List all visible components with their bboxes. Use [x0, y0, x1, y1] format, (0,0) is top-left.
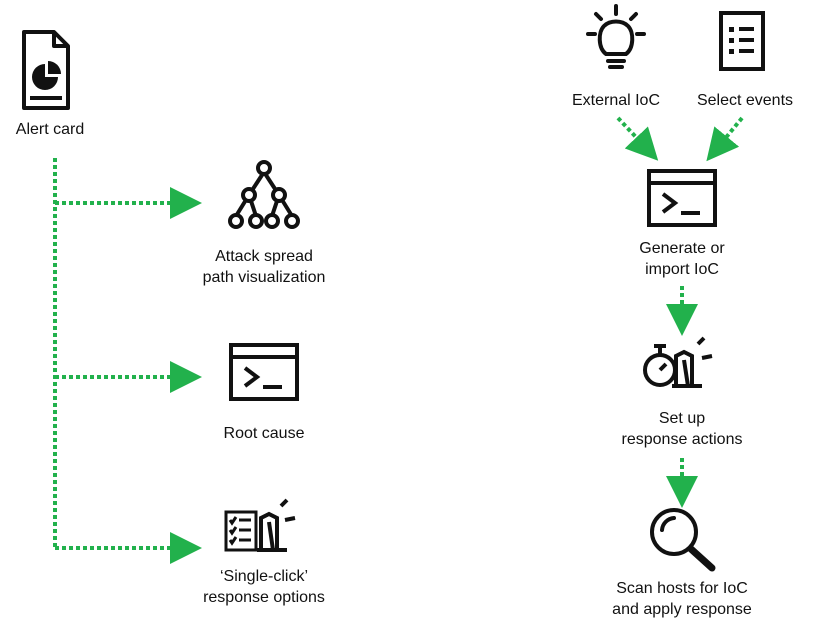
response-actions-label: Set up response actions [621, 410, 743, 448]
response-options-label: ‘Single-click’ response options [203, 568, 325, 606]
stopwatch-alarm-icon [643, 336, 713, 388]
terminal-window-icon [229, 343, 299, 401]
lightbulb-icon [586, 4, 646, 69]
magnifier-icon [650, 508, 716, 572]
checklist-response-icon [224, 498, 296, 552]
tree-hierarchy-icon [228, 160, 300, 229]
scan-hosts-label: Scan hosts for IoC and apply response [612, 580, 752, 618]
connector-select-events-to-generate [706, 116, 744, 162]
terminal-window-icon [647, 169, 717, 227]
attack-spread-label: Attack spread path visualization [202, 248, 326, 286]
external-ioc-label: External IoC [571, 92, 661, 109]
alert-card-label: Alert card [15, 121, 85, 138]
generate-ioc-label: Generate or import IoC [639, 240, 725, 278]
list-document-icon [719, 11, 765, 71]
select-events-label: Select events [696, 92, 794, 109]
root-cause-label: Root cause [223, 425, 305, 442]
connector-external-ioc-to-generate [616, 116, 659, 161]
document-pie-chart-icon [22, 30, 70, 110]
